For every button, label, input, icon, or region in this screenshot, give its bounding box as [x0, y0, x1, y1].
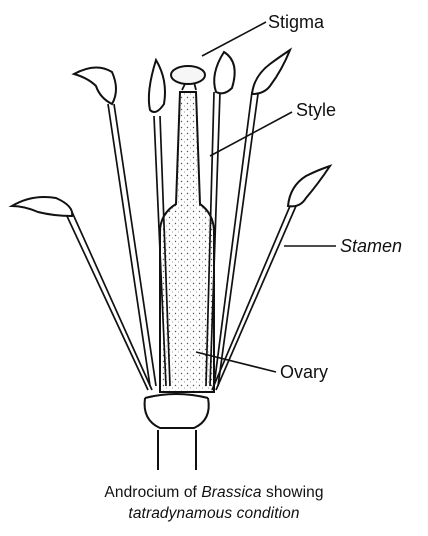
anther-2	[149, 60, 165, 112]
pedicel	[145, 394, 209, 470]
anther-3	[214, 52, 234, 93]
stigma-label: Stigma	[268, 12, 325, 32]
anther-5	[12, 197, 72, 216]
anther-1	[74, 67, 116, 104]
caption-line-2: tatradynamous condition	[0, 505, 428, 523]
caption-line-1: Androcium of Brassica showing	[0, 484, 428, 502]
anther-6	[288, 166, 330, 206]
style-label: Style	[296, 100, 336, 120]
caption-prefix: Androcium of	[104, 484, 201, 501]
stigma	[171, 66, 205, 84]
caption-genus: Brassica	[201, 484, 261, 501]
caption-suffix: showing	[262, 484, 324, 501]
ovary-label: Ovary	[280, 362, 328, 382]
anther-4	[252, 50, 290, 94]
stamen-label: Stamen	[340, 236, 402, 256]
stigma-leader	[202, 22, 266, 56]
